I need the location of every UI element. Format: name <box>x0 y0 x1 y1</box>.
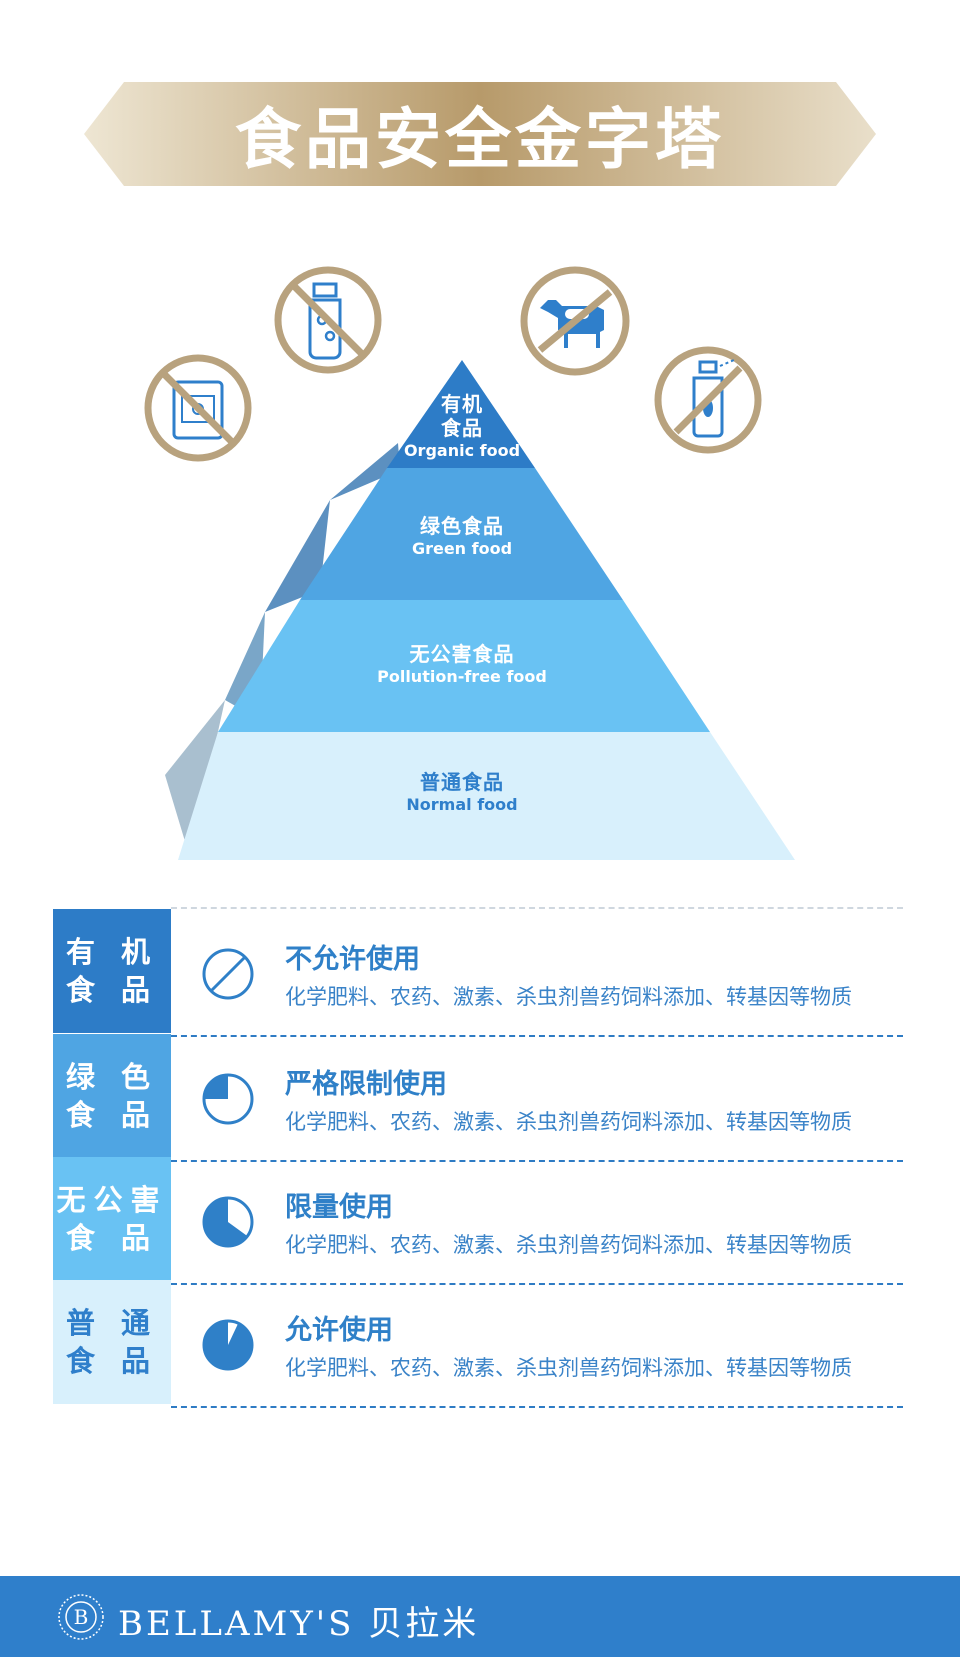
row-description: 化学肥料、农药、激素、杀虫剂兽药饲料添加、转基因等物质 <box>285 985 852 1009</box>
tier-green-label: 绿色食品 Green food <box>411 514 513 558</box>
tier-organic-label: 有机 食品 Organic food <box>403 392 521 460</box>
row-pollution-free: 无公害食 品 限量使用 化学肥料、农药、激素、杀虫剂兽药饲料添加、转基因等物质 <box>53 1157 903 1285</box>
row-divider <box>171 1035 903 1037</box>
svg-text:B: B <box>74 1605 89 1629</box>
row-divider <box>171 1283 903 1285</box>
row-title: 严格限制使用 <box>285 1069 447 1100</box>
usage-pie-icon <box>202 1196 254 1248</box>
fertilizer-bag-prohibited-icon <box>144 354 252 466</box>
row-normal: 普 通食 品 允许使用 化学肥料、农药、激素、杀虫剂兽药饲料添加、转基因等物质 <box>53 1280 903 1408</box>
usage-pie-icon <box>202 1319 254 1371</box>
brand-name: BELLAMY'S 贝拉米 <box>118 1604 480 1644</box>
row-description: 化学肥料、农药、激素、杀虫剂兽药饲料添加、转基因等物质 <box>285 1233 852 1257</box>
pyramid-tier-pollution-free <box>218 600 710 732</box>
row-divider <box>171 1406 903 1408</box>
pie-fill <box>204 1321 252 1369</box>
pyramid-tier-organic <box>387 360 535 468</box>
row-organic: 有 机食 品 不允许使用 化学肥料、农药、激素、杀虫剂兽药饲料添加、转基因等物质 <box>53 907 903 1037</box>
tier-normal-label: 普通食品 Normal food <box>406 770 518 814</box>
usage-pie-icon <box>202 1073 254 1125</box>
row-divider <box>171 907 903 909</box>
pie-fill <box>204 1075 228 1099</box>
title-banner: 食品安全金字塔 <box>84 82 876 186</box>
prohibited-circle-icon <box>202 948 254 1000</box>
row-divider <box>171 1160 903 1162</box>
row-title: 不允许使用 <box>285 944 420 975</box>
row-label: 无公害食 品 <box>53 1157 171 1281</box>
row-green: 绿 色食 品 严格限制使用 化学肥料、农药、激素、杀虫剂兽药饲料添加、转基因等物… <box>53 1034 903 1162</box>
food-safety-pyramid <box>165 360 795 860</box>
pyramid-tier-green <box>300 468 623 600</box>
brand-footer: B BELLAMY'S 贝拉米 <box>0 1576 960 1657</box>
row-description: 化学肥料、农药、激素、杀虫剂兽药饲料添加、转基因等物质 <box>285 1356 852 1380</box>
row-description: 化学肥料、农药、激素、杀虫剂兽药饲料添加、转基因等物质 <box>285 1110 852 1134</box>
row-label: 有 机食 品 <box>53 909 171 1033</box>
tier-pollution-free-label: 无公害食品 Pollution-free food <box>377 642 547 686</box>
bellamys-logo-icon: B <box>58 1594 104 1640</box>
pyramid-tier-normal <box>178 732 795 860</box>
chemical-bottle-prohibited-icon <box>274 266 382 378</box>
row-label: 普 通食 品 <box>53 1280 171 1404</box>
cow-pill-prohibited-icon <box>520 266 630 380</box>
row-title: 限量使用 <box>285 1192 393 1223</box>
row-title: 允许使用 <box>285 1315 393 1346</box>
row-label: 绿 色食 品 <box>53 1034 171 1158</box>
page-title: 食品安全金字塔 <box>235 101 725 178</box>
pie-fill <box>204 1198 248 1246</box>
spray-bottle-prohibited-icon <box>654 346 762 458</box>
